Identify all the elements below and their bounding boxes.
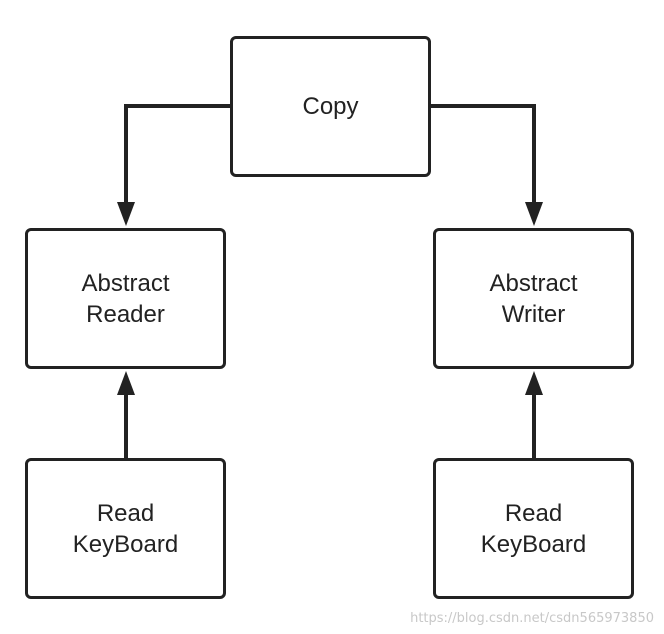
node-abstract-writer: Abstract Writer <box>433 228 634 369</box>
edge-copy-to-writer <box>431 104 536 205</box>
arrowhead-writer-top <box>525 202 543 226</box>
edge-copy-to-reader <box>124 104 230 205</box>
node-abstract-writer-label-line-1: Abstract <box>489 269 578 297</box>
node-copy: Copy <box>230 36 431 177</box>
node-read-keyboard-right-label-line-1: Read <box>504 499 563 527</box>
node-abstract-reader-label-line-2: Reader <box>86 300 165 328</box>
node-copy-label-line-1: Copy <box>302 93 359 120</box>
node-read-keyboard-right-label-line-2: KeyBoard <box>480 530 587 558</box>
node-read-keyboard-left-label-line-2: KeyBoard <box>72 530 179 558</box>
watermark-text: https://blog.csdn.net/csdn565973850 <box>410 611 654 626</box>
arrowhead-writer-bottom <box>525 371 543 395</box>
node-read-keyboard-left: Read KeyBoard <box>25 458 226 599</box>
arrowhead-reader-top <box>117 202 135 226</box>
node-read-keyboard-left-label-line-1: Read <box>96 499 155 527</box>
arrowhead-reader-bottom <box>117 371 135 395</box>
node-abstract-reader: Abstract Reader <box>25 228 226 369</box>
node-abstract-writer-label-line-2: Writer <box>501 300 566 328</box>
node-abstract-reader-label-line-1: Abstract <box>81 269 170 297</box>
node-read-keyboard-right: Read KeyBoard <box>433 458 634 599</box>
